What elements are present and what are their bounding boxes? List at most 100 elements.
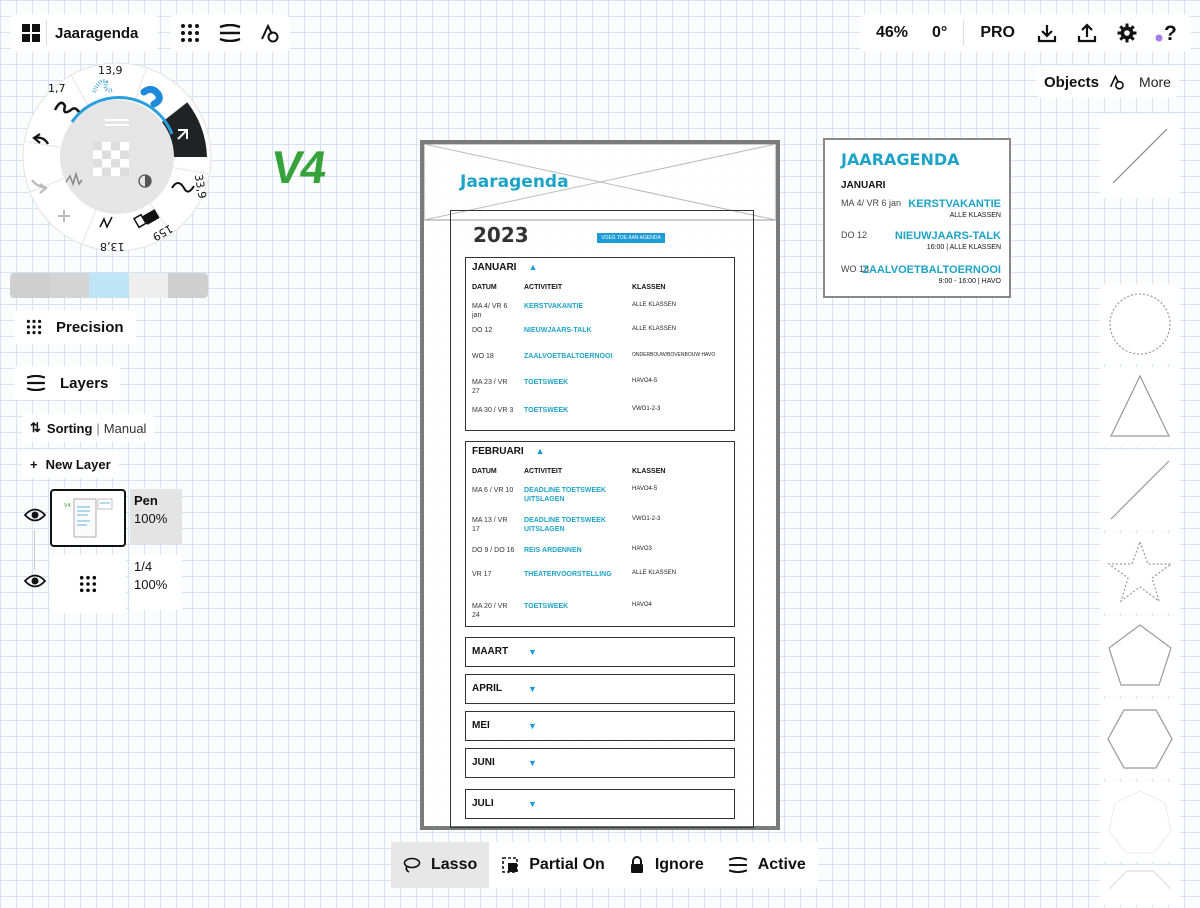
view-toolbar: 46% 0° PRO ?: [860, 14, 1191, 52]
circle-shape[interactable]: [1100, 284, 1180, 364]
divider: |: [96, 420, 100, 436]
month-header[interactable]: FEBRUARI▲: [472, 446, 545, 457]
column-classes: KLASSEN: [632, 284, 666, 291]
rotation-value[interactable]: 0°: [932, 24, 948, 41]
layer-visibility-eye-icon[interactable]: [24, 574, 46, 588]
heptagon-shape[interactable]: [1100, 782, 1180, 862]
ignore-label: Ignore: [654, 856, 704, 873]
hexagon-shape[interactable]: [1100, 699, 1180, 779]
color-swatch[interactable]: [10, 273, 50, 298]
color-swatch[interactable]: [128, 273, 169, 298]
sorting-control[interactable]: ⇅ Sorting | Manual: [22, 414, 155, 442]
layer-connector: [34, 530, 35, 570]
new-layer-label: New Layer: [45, 456, 111, 472]
sorting-label: Sorting: [46, 420, 93, 436]
lasso-option[interactable]: Lasso: [391, 842, 490, 888]
frame-title: Jaaragenda: [460, 172, 569, 192]
lock-icon: [630, 856, 643, 873]
layer-row-grid[interactable]: 1/4 100%: [50, 555, 182, 613]
sorting-value: Manual: [103, 420, 147, 436]
partial-label: Partial On: [529, 856, 605, 873]
selection-options-bar: Lasso Partial On Ignore Active: [391, 842, 818, 888]
new-layer-button[interactable]: + New Layer: [22, 450, 119, 478]
objects-label[interactable]: Objects: [1044, 73, 1100, 91]
month-collapsed-mei[interactable]: MEI▼: [465, 711, 735, 741]
empty-slot: [1100, 201, 1180, 281]
layer-info: 1/4 100%: [130, 555, 182, 610]
color-swatch[interactable]: [168, 273, 208, 298]
expand-up-icon: ▲: [528, 262, 538, 272]
month-header[interactable]: JANUARI▲: [472, 262, 538, 273]
pentagon-shape[interactable]: [1100, 616, 1180, 696]
active-layer-option[interactable]: Active: [716, 842, 818, 888]
column-date: DATUM: [472, 284, 497, 291]
layers-stack-icon[interactable]: [210, 13, 250, 53]
layer-opacity: 100%: [134, 511, 168, 526]
more-button[interactable]: More: [1139, 74, 1171, 90]
precision-label: Precision: [56, 318, 124, 336]
month-collapsed-juni[interactable]: JUNI▼: [465, 748, 735, 778]
triangle-shape[interactable]: [1100, 367, 1180, 447]
layer-row-pen[interactable]: V4 Pen 100%: [50, 489, 182, 547]
shapes-icon[interactable]: [250, 13, 290, 53]
expand-up-icon: ▲: [535, 446, 545, 456]
share-upload-icon[interactable]: [1067, 13, 1107, 53]
help-icon[interactable]: ?: [1147, 13, 1187, 53]
settings-gear-icon[interactable]: [1107, 13, 1147, 53]
layer-name: 1/4: [134, 559, 153, 574]
month-collapsed-april[interactable]: APRIL▼: [465, 674, 735, 704]
image-placeholder-cross: [424, 144, 776, 221]
objects-panel-header: Objects More: [1036, 66, 1179, 98]
shapes-icon[interactable]: [1109, 74, 1125, 90]
add-to-agenda-button[interactable]: VOEG TOE AAN AGENDA: [597, 233, 665, 243]
agenda-widget-card[interactable]: JAARAGENDA JANUARI MA 4/ VR 6 jan KERSTV…: [823, 138, 1011, 298]
month-collapsed-maart[interactable]: MAART▼: [465, 637, 735, 667]
divider: [46, 20, 47, 46]
lasso-label: Lasso: [431, 856, 478, 873]
column-activity: ACTIVITEIT: [524, 284, 563, 291]
shapes-library: [1100, 114, 1180, 908]
layer-thumbnail[interactable]: [50, 555, 126, 613]
pencil-size: 13,8: [100, 240, 125, 253]
column-classes: KLASSEN: [632, 468, 666, 475]
layer-thumbnail[interactable]: V4: [50, 489, 126, 547]
document-title[interactable]: Jaaragenda: [55, 24, 139, 42]
wireframe-frame[interactable]: Jaaragenda 2023 VOEG TOE AAN AGENDA JANU…: [420, 140, 780, 830]
color-swatch[interactable]: [89, 273, 129, 298]
column-activity: ACTIVITEIT: [524, 468, 563, 475]
color-history-bar[interactable]: [10, 273, 208, 298]
divider: [963, 20, 965, 46]
line-shape[interactable]: [1100, 114, 1180, 198]
octagon-shape[interactable]: [1100, 865, 1180, 905]
column-date: DATUM: [472, 468, 497, 475]
tool-wheel[interactable]: 1,7 13,9 33,9 159 13,8: [22, 62, 212, 253]
star-shape[interactable]: [1100, 533, 1180, 613]
layer-visibility-eye-icon[interactable]: [24, 508, 46, 522]
lasso-icon: [403, 857, 421, 873]
year-heading: 2023: [473, 223, 529, 247]
layers-button[interactable]: Layers: [14, 366, 121, 400]
expand-down-icon: ▼: [528, 647, 537, 657]
zoom-level[interactable]: 46%: [876, 24, 909, 41]
ignore-option[interactable]: Ignore: [617, 842, 716, 888]
precision-dots-icon[interactable]: [170, 13, 210, 53]
layer-opacity: 100%: [134, 577, 168, 592]
svg-text:?: ?: [1164, 22, 1177, 44]
airbrush-size: 13,9: [98, 64, 123, 77]
month-collapsed-juli[interactable]: JULI▼: [465, 789, 735, 819]
document-title-bar: Jaaragenda: [10, 13, 159, 53]
tool-toolbar: [170, 14, 290, 52]
agenda-page: 2023 VOEG TOE AAN AGENDA JANUARI▲ DATUM …: [450, 210, 754, 828]
diagonal-line-shape[interactable]: [1100, 450, 1180, 530]
partial-selection-icon: [502, 857, 519, 873]
pro-badge[interactable]: PRO: [980, 24, 1015, 41]
gallery-grid-icon[interactable]: [16, 13, 46, 53]
grid-dots-icon: [79, 575, 97, 593]
card-month: JANUARI: [841, 180, 886, 191]
partial-option[interactable]: Partial On: [489, 842, 617, 888]
version-label: V4: [268, 141, 328, 193]
precision-button[interactable]: Precision: [14, 310, 136, 344]
color-swatch[interactable]: [49, 273, 90, 298]
expand-down-icon: ▼: [528, 799, 537, 809]
download-icon[interactable]: [1027, 13, 1067, 53]
